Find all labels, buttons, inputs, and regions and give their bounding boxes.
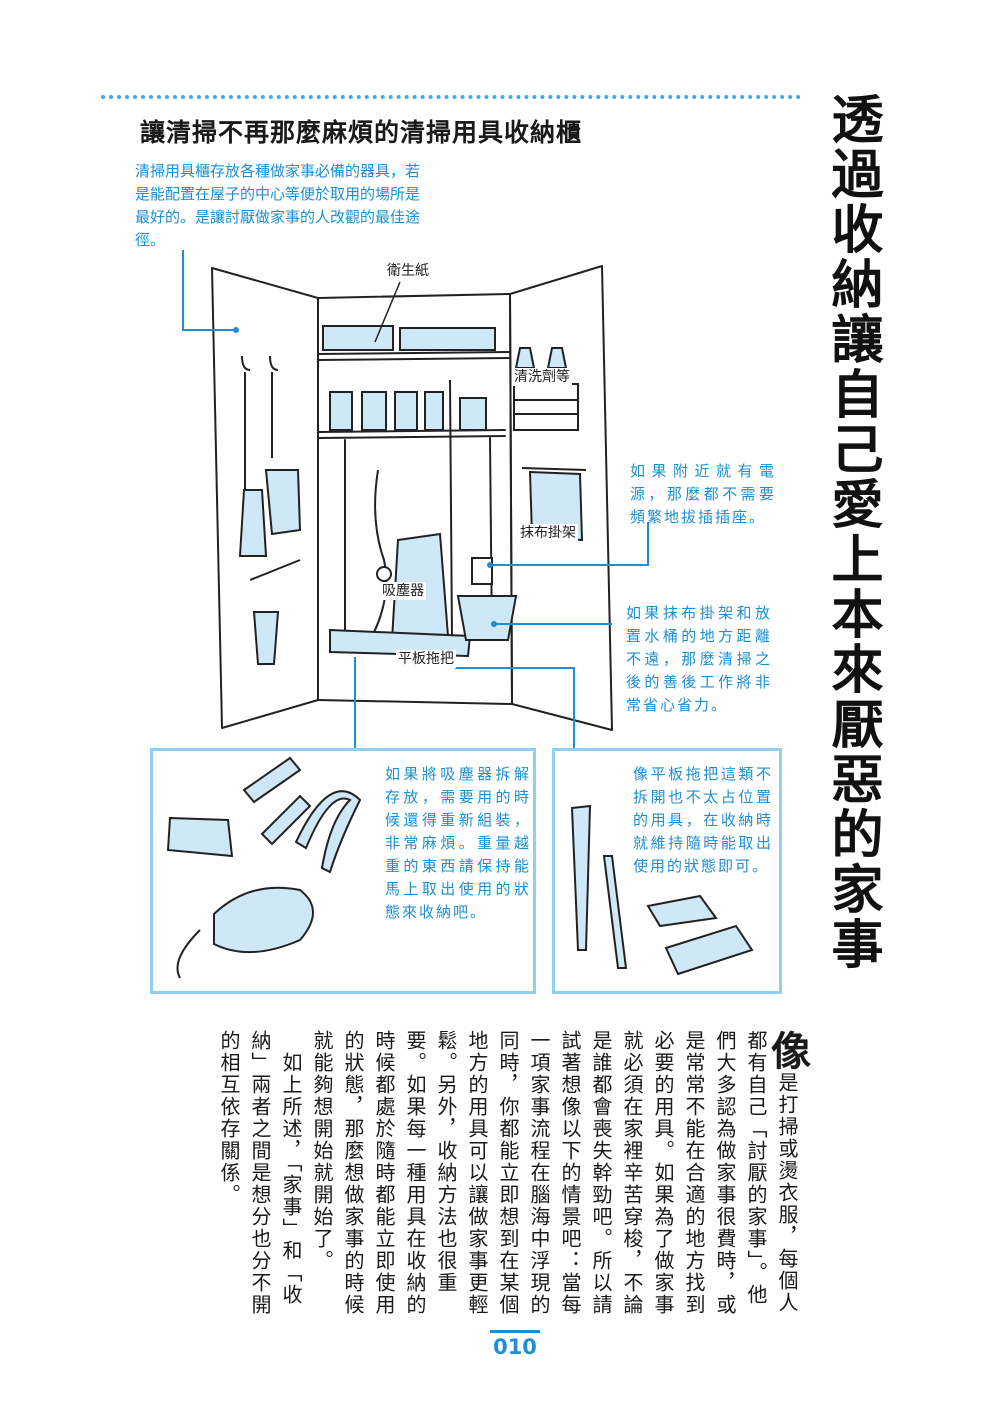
note-outlet: 如果附近就有電源，那麼都不需要頻繁地拔插插座。 bbox=[630, 462, 776, 526]
mop-handle bbox=[449, 379, 453, 641]
towel-rack-bar bbox=[521, 467, 587, 471]
mop-stick-1 bbox=[570, 804, 592, 951]
label-vacuum: 吸塵器 bbox=[380, 582, 426, 600]
label-toilet-paper: 衛生紙 bbox=[385, 262, 431, 280]
vacuum-hose bbox=[369, 469, 388, 641]
hanging-brush bbox=[252, 611, 280, 665]
toilet-paper-pack bbox=[322, 325, 394, 351]
body-paragraph-1: 是打掃或燙衣服，每個人都有自己「討厭的家事」。他們大多認為做家事很費時，或是常常… bbox=[310, 1030, 799, 1316]
power-outlet bbox=[471, 557, 493, 585]
middle-shelf bbox=[317, 429, 506, 439]
cabinet-frame bbox=[317, 293, 513, 705]
label-towel-rack: 抹布掛架 bbox=[518, 524, 578, 542]
intro-note: 清掃用具櫃存放各種做家事必備的器具，若是能配置在屋子的中心等便於取用的場所是最好… bbox=[135, 162, 421, 249]
page-number: 010 bbox=[490, 1330, 540, 1359]
vacuum-canister bbox=[213, 886, 314, 954]
mop-tip-box: 像平板拖把這類不拆開也不太占位置的用具，在收納時就維持隨時能取出使用的狀態即可。 bbox=[552, 748, 782, 994]
toilet-paper-pack-2 bbox=[399, 327, 496, 351]
body-text: 像是打掃或燙衣服，每個人都有自己「討厭的家事」。他們大多認為做家事很費時，或是常… bbox=[160, 1030, 810, 1320]
body-paragraph-2: 如上所述，「家事」和「收納」兩者之間是想分也分不開的相互依存關係。 bbox=[217, 1030, 303, 1316]
mop-pad-folded bbox=[646, 894, 718, 928]
hand-broom bbox=[264, 469, 302, 536]
top-shelf bbox=[317, 351, 511, 361]
top-dotted-rule bbox=[101, 95, 801, 99]
mop-stick-2 bbox=[602, 855, 628, 969]
vacuum-flex-hose bbox=[294, 790, 362, 874]
note-bucket: 如果抹布掛架和放置水桶的地方距離不遠，那麼清掃之後的善後工作將非常省心省力。 bbox=[626, 604, 772, 714]
towel bbox=[528, 470, 584, 542]
bucket bbox=[456, 595, 518, 641]
label-detergent: 清洗劑等 bbox=[512, 368, 572, 386]
mop-pad-flat bbox=[664, 924, 754, 976]
section-title: 讓清掃不再那麼麻煩的清掃用具收納櫃 bbox=[140, 118, 583, 147]
door-rack bbox=[513, 383, 579, 431]
vacuum-tip-box: 如果將吸塵器拆解存放，需要用的時候還得重新組裝，非常麻煩。重量越重的東西請保持能… bbox=[150, 748, 536, 994]
drop-cap: 像 bbox=[764, 1030, 810, 1072]
vacuum-nozzle bbox=[166, 816, 234, 858]
mop-head bbox=[329, 628, 472, 658]
vertical-page-title: 透過收納讓自己愛上本來厭惡的家事 bbox=[822, 92, 882, 972]
label-flat-mop: 平板拖把 bbox=[396, 650, 456, 668]
dustpan bbox=[238, 489, 268, 557]
note-mop: 像平板拖把這類不拆開也不太占位置的用具，在收納時就維持隨時能取出使用的狀態即可。 bbox=[633, 765, 773, 875]
note-vacuum: 如果將吸塵器拆解存放，需要用的時候還得重新組裝，非常麻煩。重量越重的東西請保持能… bbox=[385, 765, 531, 921]
